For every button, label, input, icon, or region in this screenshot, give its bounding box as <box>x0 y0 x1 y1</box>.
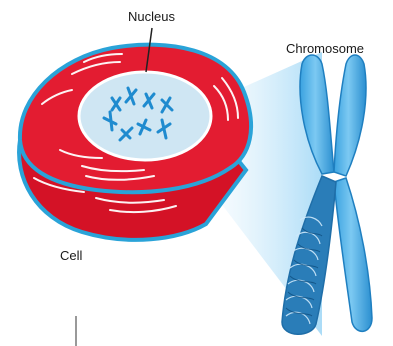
chromosome-label: Chromosome <box>286 42 364 55</box>
nucleus-label: Nucleus <box>128 10 175 23</box>
nucleus <box>79 72 211 160</box>
cell-label: Cell <box>60 249 82 262</box>
